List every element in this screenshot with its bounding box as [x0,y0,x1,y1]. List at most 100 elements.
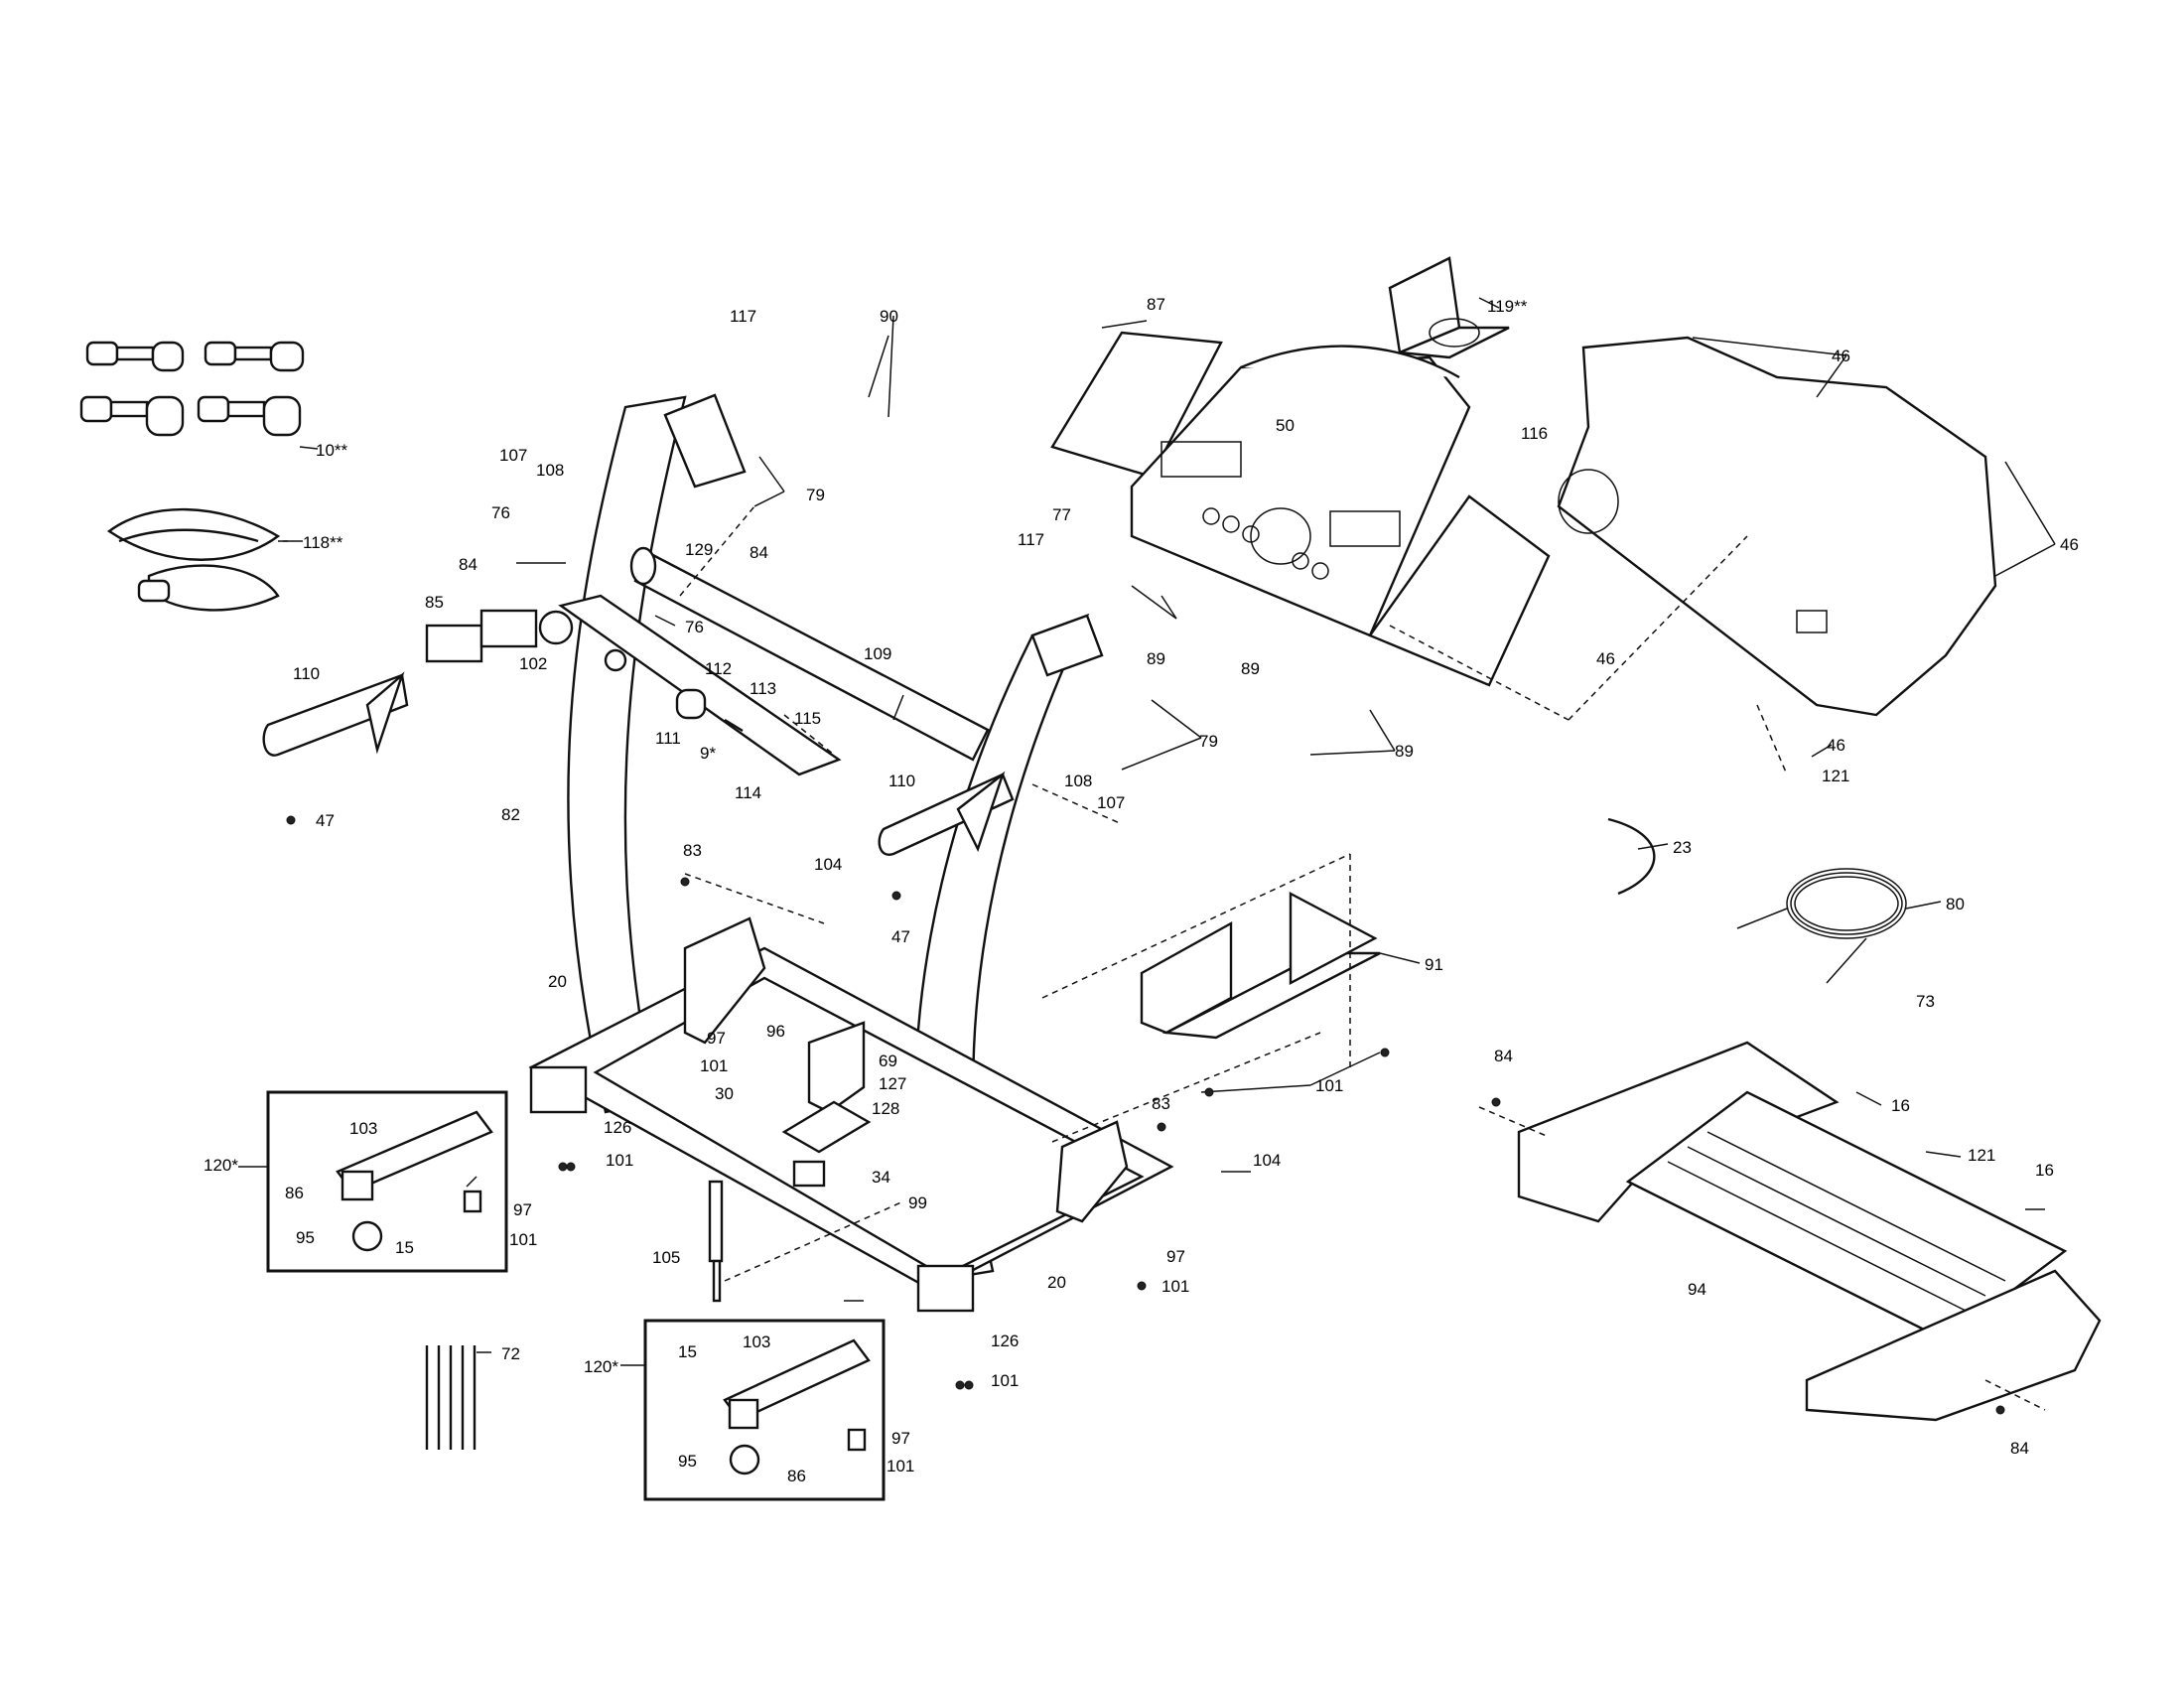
part-label-72: 72 [501,1344,520,1363]
part-label-103: 103 [349,1119,378,1138]
leader-lines [238,297,2056,1366]
part-label-113: 113 [750,679,777,698]
part-label-16: 16 [2035,1161,2054,1180]
book-tray-part-119 [1388,256,1510,359]
wire-part-23 [1607,817,1656,896]
part-label-10: 10** [316,441,348,460]
part-label-120: 120* [204,1156,238,1175]
part-label-108: 108 [536,461,565,480]
part-label-46: 46 [1832,347,1850,365]
part-label-86: 86 [787,1467,806,1485]
wire-harness-part-80 [1736,868,1907,984]
cable-ties-part-72 [425,1345,477,1450]
part-label-90: 90 [880,307,898,326]
part-label-46: 46 [1827,736,1845,755]
part-label-97: 97 [513,1200,532,1219]
part-label-84: 84 [1494,1047,1513,1065]
part-label-84: 84 [459,555,478,574]
part-label-94: 94 [1688,1280,1706,1299]
part-label-76: 76 [685,618,704,636]
console-part-87 [1050,331,1551,687]
part-label-128: 128 [872,1099,900,1118]
part-label-23: 23 [1673,838,1692,857]
part-label-76: 76 [491,503,510,522]
part-label-84: 84 [2010,1439,2029,1458]
caster-box-bottom [643,1319,886,1501]
part-label-118: 118** [303,533,343,552]
part-label-115: 115 [794,709,822,728]
part-label-84: 84 [750,543,768,562]
part-label-89: 89 [1147,649,1165,668]
console-bracket-part-9 [538,594,842,776]
part-label-117: 117 [730,307,757,326]
part-label-96: 96 [766,1022,785,1041]
part-label-126: 126 [991,1332,1020,1350]
part-label-127: 127 [879,1074,907,1093]
part-label-101: 101 [700,1056,729,1075]
part-label-99: 99 [908,1193,927,1212]
part-label-89: 89 [1241,659,1260,678]
part-label-108: 108 [1064,772,1093,790]
part-label-95: 95 [296,1228,315,1247]
part-label-97: 97 [1166,1247,1185,1266]
part-label-120: 120* [584,1357,618,1376]
part-label-80: 80 [1946,895,1965,913]
left-handrail-part-110 [262,609,538,757]
part-label-9: 9* [700,744,717,763]
part-label-97: 97 [891,1429,910,1448]
part-label-77: 77 [1052,505,1071,524]
part-label-16: 16 [1891,1096,1910,1115]
shock-part-105 [708,1180,724,1303]
part-label-126: 126 [604,1118,632,1137]
part-label-89: 89 [1395,742,1414,761]
part-label-69: 69 [879,1052,897,1070]
part-label-73: 73 [1916,992,1935,1011]
part-label-46: 46 [2060,535,2079,554]
part-label-110: 110 [888,772,916,790]
part-label-103: 103 [743,1333,771,1351]
part-label-83: 83 [1152,1094,1170,1113]
part-label-83: 83 [683,841,702,860]
hardware-fasteners [286,815,2005,1415]
part-label-129: 129 [685,540,714,559]
part-label-85: 85 [425,593,444,612]
part-label-79: 79 [1199,732,1218,751]
part-label-109: 109 [864,644,892,663]
part-label-116: 116 [1521,424,1549,443]
dumbbells-part-10 [79,341,319,450]
console-back-part-116 [1557,336,1997,717]
part-label-110: 110 [293,664,321,683]
dashed-connectors [679,505,2046,1411]
part-label-50: 50 [1276,416,1295,435]
part-label-112: 112 [705,659,733,678]
part-label-101: 101 [509,1230,538,1249]
part-label-101: 101 [887,1457,915,1475]
part-label-95: 95 [678,1452,697,1471]
walking-deck-part-94 [1517,1041,2102,1422]
crossbar-part-109 [629,546,990,762]
right-handrail-part-110 [878,771,1015,856]
part-label-91: 91 [1425,955,1443,974]
part-label-104: 104 [1253,1151,1282,1170]
part-label-104: 104 [814,855,843,874]
part-label-114: 114 [735,783,762,802]
part-label-107: 107 [499,446,528,465]
part-label-101: 101 [1161,1277,1190,1296]
part-label-34: 34 [872,1168,890,1187]
part-label-87: 87 [1147,295,1165,314]
part-label-20: 20 [548,972,567,991]
part-label-101: 101 [991,1371,1020,1390]
part-label-82: 82 [501,805,520,824]
part-label-101: 101 [1315,1076,1344,1095]
caster-box-top [266,1090,508,1273]
part-label-15: 15 [395,1238,414,1257]
part-label-47: 47 [316,811,335,830]
part-label-117: 117 [1018,530,1045,549]
part-label-79: 79 [806,486,825,504]
part-label-46: 46 [1596,649,1615,668]
part-label-86: 86 [285,1184,304,1202]
part-label-121: 121 [1968,1146,1996,1165]
part-label-101: 101 [606,1151,634,1170]
